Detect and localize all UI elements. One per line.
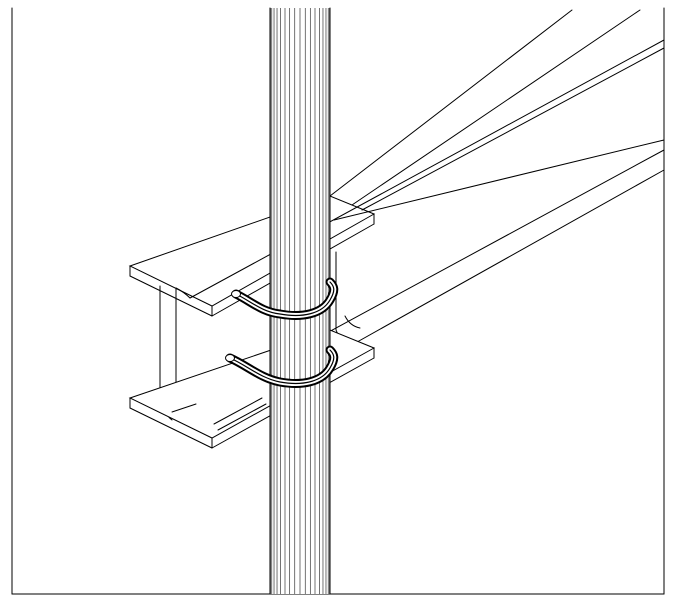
- i-beam: [128, 9, 665, 449]
- i-beam-bottom-flange: [128, 329, 376, 449]
- drawing-frame: [11, 7, 665, 595]
- pipe: [269, 7, 331, 595]
- i-beam-top-flange: [128, 9, 665, 317]
- u-bolt-upper: [231, 277, 339, 320]
- u-bolt-lower: [225, 345, 339, 388]
